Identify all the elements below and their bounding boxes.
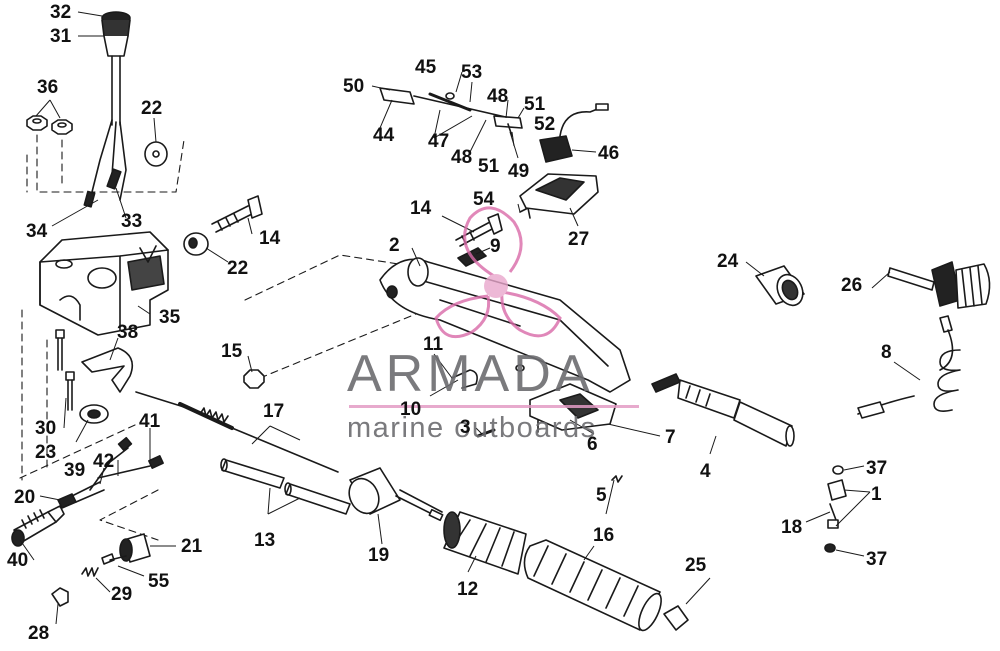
callout-30: 30 — [35, 418, 57, 439]
tubes-13 — [220, 458, 351, 515]
callout-39: 39 — [64, 460, 86, 481]
callout-7: 7 — [665, 427, 676, 448]
switch-assembly — [11, 481, 105, 547]
kill-switch-knob — [83, 11, 131, 208]
callout-48: 48 — [451, 147, 473, 168]
callout-42: 42 — [93, 451, 115, 472]
callout-52: 52 — [534, 114, 556, 135]
callout-16: 16 — [593, 525, 615, 546]
lanyard-8 — [857, 315, 961, 419]
watermark-brand: ARMADA — [347, 345, 594, 403]
watermark-propeller-logo — [434, 206, 562, 339]
callout-45: 45 — [415, 57, 437, 78]
callout-34: 34 — [26, 221, 48, 242]
callout-48: 48 — [487, 86, 509, 107]
callout-33: 33 — [121, 211, 143, 232]
pin-28 — [51, 587, 69, 607]
callout-37: 37 — [866, 549, 888, 570]
screw-55 — [101, 553, 127, 565]
callout-26: 26 — [841, 275, 863, 296]
callout-1: 1 — [871, 484, 882, 505]
callout-21: 21 — [181, 536, 203, 557]
callout-35: 35 — [159, 307, 181, 328]
sleeve-12 — [443, 511, 527, 575]
callout-17: 17 — [263, 401, 285, 422]
wire-leads — [89, 436, 164, 491]
handle-grip-16 — [523, 539, 662, 632]
callout-3: 3 — [460, 417, 471, 438]
callout-44: 44 — [373, 125, 395, 146]
callout-13: 13 — [254, 530, 276, 551]
callout-6: 6 — [587, 434, 598, 455]
watermark-tagline: marine outboards — [347, 412, 597, 444]
switch-26 — [887, 261, 991, 309]
callout-32: 32 — [50, 2, 72, 23]
clip-10 — [515, 364, 525, 372]
callout-36: 36 — [37, 77, 59, 98]
watermark-underline — [349, 405, 639, 408]
stop-cable-assembly — [379, 87, 523, 137]
callout-11: 11 — [423, 334, 444, 355]
callout-14: 14 — [410, 198, 432, 219]
callout-51: 51 — [478, 156, 500, 177]
callout-31: 31 — [50, 26, 72, 47]
callout-40: 40 — [7, 550, 29, 571]
callout-54: 54 — [473, 189, 495, 210]
callout-19: 19 — [368, 545, 390, 566]
callout-2: 2 — [389, 235, 400, 256]
bracket-35 — [39, 231, 169, 336]
end-cap-25 — [663, 605, 689, 631]
callout-12: 12 — [457, 579, 479, 600]
spring-29 — [81, 567, 99, 577]
callout-29: 29 — [111, 584, 133, 605]
knob-21 — [119, 533, 151, 563]
clip-54 — [519, 207, 531, 219]
callout-46: 46 — [598, 143, 620, 164]
callout-14: 14 — [259, 228, 281, 249]
nut-15 — [243, 369, 265, 389]
callout-28: 28 — [28, 623, 50, 644]
pin-3 — [476, 428, 496, 438]
throttle-shaft-4 — [651, 373, 795, 447]
callout-49: 49 — [508, 161, 530, 182]
cable-clip-38 — [81, 347, 134, 393]
callout-51: 51 — [524, 94, 546, 115]
callout-24: 24 — [717, 251, 739, 272]
callout-18: 18 — [781, 517, 803, 538]
callout-8: 8 — [881, 342, 892, 363]
callout-22: 22 — [227, 258, 249, 279]
callout-5: 5 — [596, 485, 607, 506]
callout-55: 55 — [148, 571, 170, 592]
callout-27: 27 — [568, 229, 590, 250]
callout-10: 10 — [400, 399, 422, 420]
throttle-grip-19 — [348, 467, 444, 522]
callout-23: 23 — [35, 442, 57, 463]
callout-9: 9 — [490, 236, 501, 257]
small-parts-right — [824, 465, 847, 553]
callout-37: 37 — [866, 458, 888, 479]
washer-22-top — [144, 141, 168, 167]
callout-20: 20 — [14, 487, 36, 508]
callout-50: 50 — [343, 76, 365, 97]
callout-25: 25 — [685, 555, 707, 576]
screws-30 — [55, 329, 75, 411]
callout-4: 4 — [700, 461, 711, 482]
bolt-14-left — [211, 195, 263, 233]
callout-41: 41 — [139, 411, 161, 432]
callout-15: 15 — [221, 341, 243, 362]
hex-nuts — [26, 115, 73, 135]
callout-38: 38 — [117, 322, 139, 343]
cap-24 — [755, 265, 805, 307]
cover-plate-27 — [519, 173, 599, 215]
callout-47: 47 — [428, 131, 450, 152]
spring-5 — [611, 475, 623, 483]
spring-11 — [451, 369, 478, 389]
switch-46 — [539, 103, 609, 163]
throttle-cable-17 — [135, 391, 339, 473]
callout-22: 22 — [141, 98, 163, 119]
callout-53: 53 — [461, 62, 483, 83]
